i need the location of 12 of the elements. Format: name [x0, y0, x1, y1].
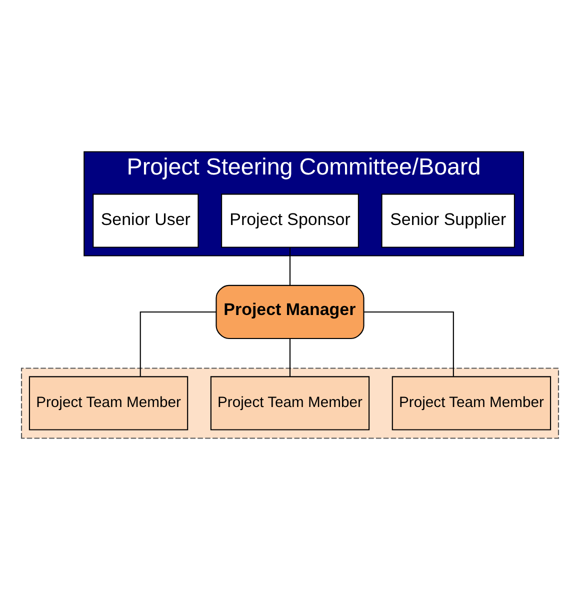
node-box: Project Sponsor — [221, 193, 359, 248]
node-box: Project Manager — [216, 284, 364, 339]
node-box: Senior Supplier — [381, 193, 515, 248]
connector — [364, 310, 454, 376]
node-box: Project Team Member — [392, 376, 552, 430]
node-box: Senior User — [92, 193, 199, 248]
node-box: Project Team Member — [210, 376, 370, 430]
node-box: Project Team Member — [28, 376, 188, 430]
connector — [140, 310, 216, 376]
cluster — [20, 367, 560, 438]
connector — [289, 247, 291, 285]
connector — [289, 338, 291, 376]
